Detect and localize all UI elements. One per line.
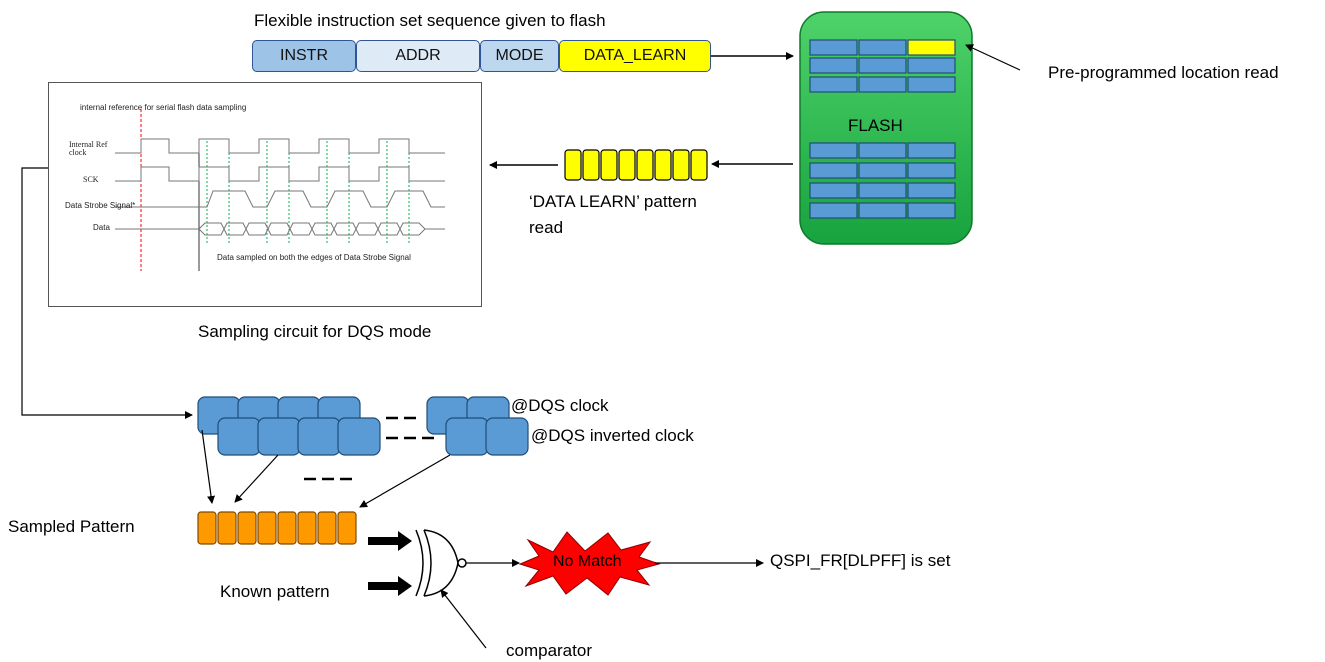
seq-data-learn: DATA_LEARN [559,40,711,72]
flash-bottom-cells [809,142,956,219]
timing-title: internal reference for serial flash data… [80,103,247,112]
dqs-inverted-cells [217,417,529,456]
sampled-pattern-label: Sampled Pattern [8,517,135,536]
seq-mode: MODE [480,40,559,72]
pattern-read-label-line2: read [529,218,564,237]
timing-signal-data: Data [93,223,110,232]
sampling-caption: Sampling circuit for DQS mode [198,322,432,341]
sampled-pattern-cells [197,511,357,545]
flash-chip [799,11,973,245]
data-learn-pattern-cells [564,149,708,181]
continuation-dashes [304,416,434,481]
timing-diagram: internal reference for serial flash data… [48,82,482,307]
flash-top-cells [809,39,956,93]
comparator-label: comparator [506,641,592,660]
sequence-title: Flexible instruction set sequence given … [254,11,606,30]
pattern-read-label-line1: ‘DATA LEARN’ pattern [529,192,697,211]
seq-addr: ADDR [356,40,480,72]
seq-instr: INSTR [252,40,356,72]
timing-signal-strobe: Data Strobe Signal* [65,201,136,210]
xnor-gate [415,529,467,597]
dqs-inverted-label: @DQS inverted clock [531,426,694,445]
preprogrammed-label: Pre-programmed location read [1048,63,1279,82]
timing-signal-ref-clock: Internal Ref clock [69,140,108,157]
known-pattern-label: Known pattern [220,582,330,601]
timing-caption: Data sampled on both the edges of Data S… [217,253,411,262]
comparator-label-arrow [440,589,487,649]
preprogrammed-arrow [965,44,1021,71]
no-match-label: No Match [553,553,622,570]
comparator-input-arrows [368,531,412,596]
timing-signal-sck: SCK [83,175,99,184]
flash-preprogrammed-cell [907,39,956,56]
result-label: QSPI_FR[DLPFF] is set [770,551,951,570]
no-match-starburst [518,531,661,596]
sampler-to-register-line [21,167,193,419]
flash-label: FLASH [848,116,903,135]
dqs-clock-label: @DQS clock [511,396,609,415]
